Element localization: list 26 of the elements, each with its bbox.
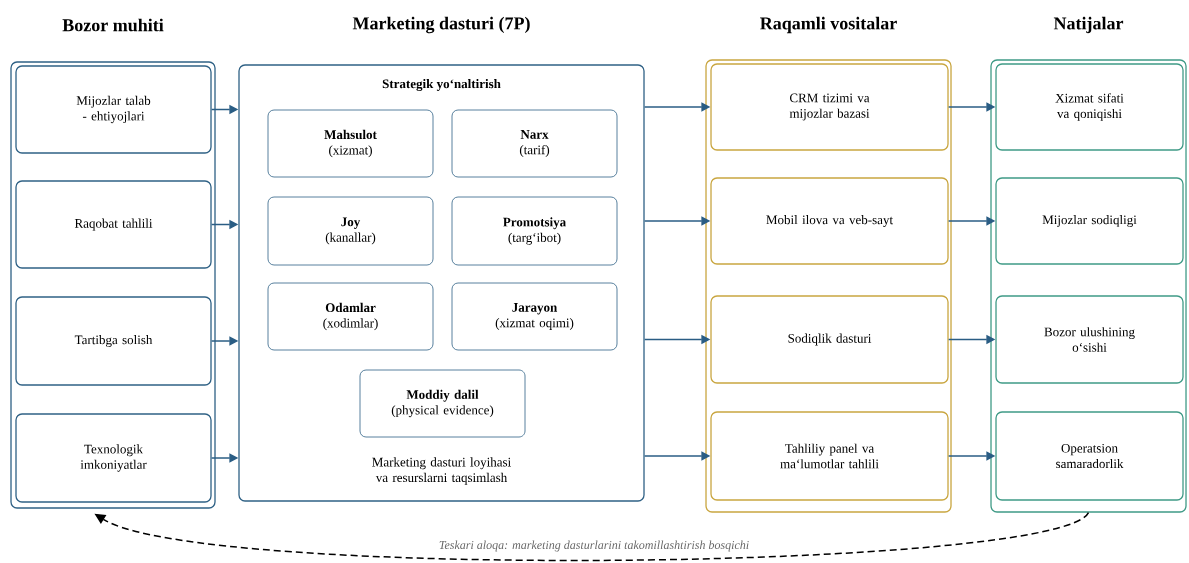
item-box: Xizmat sifati va qoniqishi [995, 63, 1184, 151]
element-box: Joy (kanallar) [267, 196, 434, 266]
column-heading: Raqamli vositalar [760, 16, 897, 34]
section-heading: Strategik yo‘naltirish [382, 79, 501, 91]
element-box: Mahsulot (xizmat) [267, 109, 434, 178]
element-box: Moddiy dalil (physical evidence) [359, 369, 526, 438]
element-box: Jarayon (xizmat oqimi) [451, 282, 618, 351]
column-heading: Bozor muhiti [62, 18, 164, 32]
edge-label: Teskari aloqa: marketing dasturlarini takomillashtirish bosqichi [437, 539, 751, 553]
item-box: Mobil ilova va veb-sayt [710, 177, 949, 265]
item-box: Mijozlar sodiqligi [995, 177, 1184, 265]
item-box: Texnologik imkoniyatlar [15, 413, 212, 503]
item-box: Sodiqlik dasturi [710, 295, 949, 384]
item-box: Tahliliy panel va ma‘lumotlar tahlili [710, 411, 949, 501]
item-box: Raqobat tahlili [15, 180, 212, 269]
item-box: Operatsion samaradorlik [995, 411, 1184, 501]
element-box: Promotsiya (targ‘ibot) [451, 196, 618, 266]
column-heading: Marketing dasturi (7P) [352, 16, 530, 34]
item-box: Mijozlar talab - ehtiyojlari [15, 65, 212, 154]
item-box: Bozor ulushining o‘sishi [995, 295, 1184, 384]
item-box: CRM tizimi va mijozlar bazasi [710, 63, 949, 151]
panel-note: Marketing dasturi loyihasi va resurslarni taqsimlash [372, 457, 511, 485]
element-box: Narx (tarif) [451, 109, 618, 178]
column-heading: Natijalar [1053, 16, 1124, 34]
element-box: Odamlar (xodimlar) [267, 282, 434, 351]
item-box: Tartibga solish [15, 296, 212, 386]
